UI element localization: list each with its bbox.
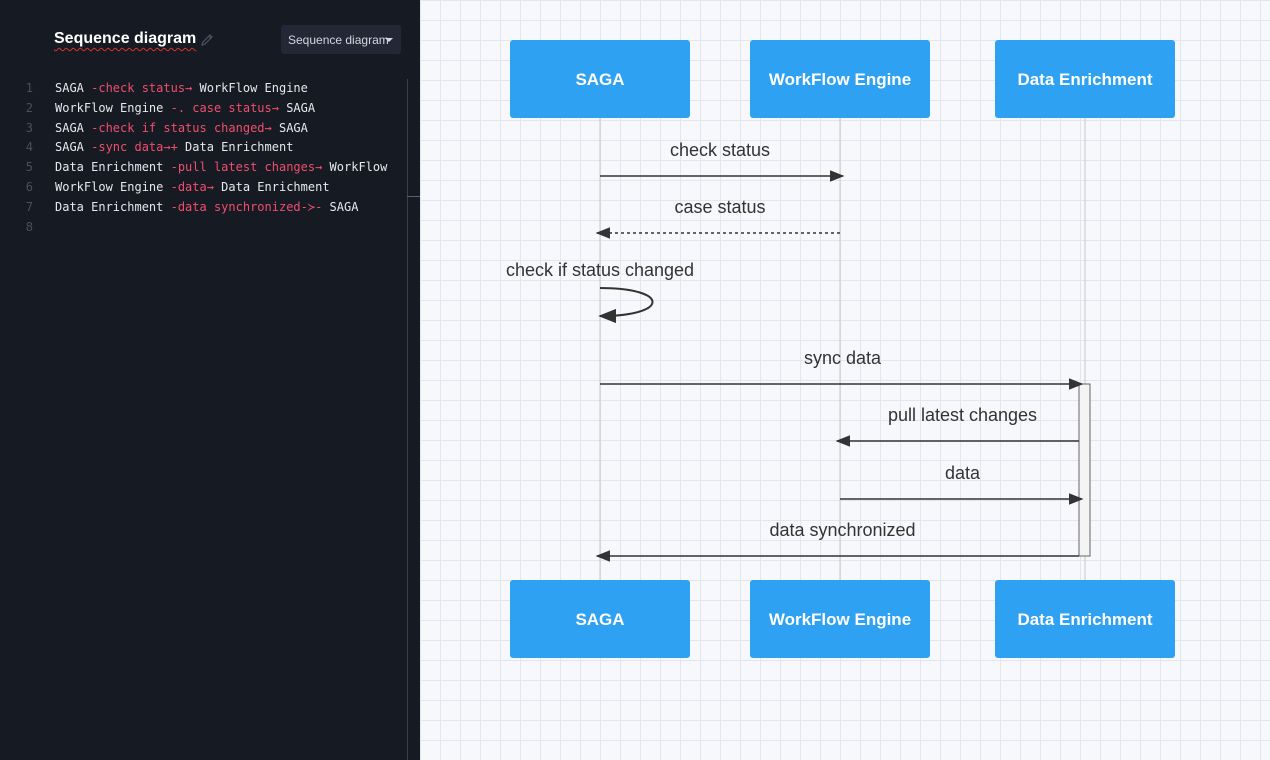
message-label: sync data (804, 348, 882, 368)
code-token-participant: SAGA (55, 120, 92, 135)
code-line[interactable]: 5 Data Enrichment -pull latest changes→ W… (0, 158, 420, 178)
code-token-participant: WorkFlow (329, 160, 388, 175)
code-line-text: WorkFlow Engine -. case status→ SAGA (55, 99, 315, 119)
activation-bar (1078, 383, 1091, 557)
diagram-preview-panel: check status case status check if status c… (420, 0, 1270, 760)
line-number: 2 (25, 100, 33, 115)
actor-box-bottom[interactable]: Data Enrichment (995, 580, 1175, 658)
line-number: 6 (25, 179, 33, 194)
code-token-participant: Data Enrichment (55, 199, 171, 214)
chevron-down-icon (385, 38, 393, 42)
code-token-participant: WorkFlow Engine (55, 100, 171, 115)
code-token-arrow: -data synchronized-≻- (170, 199, 330, 214)
actor-box-top[interactable]: WorkFlow Engine (750, 40, 930, 118)
code-token-participant: WorkFlow Engine (199, 81, 308, 95)
diagram-type-value: Sequence diagram (288, 32, 389, 47)
sequence-diagram: check status case status check if status c… (506, 40, 1175, 658)
line-number: 7 (25, 199, 33, 214)
code-token-arrow: -pull latest changes→ (170, 160, 330, 175)
message-label: data (945, 463, 981, 483)
code-token-participant: SAGA (278, 120, 308, 135)
code-line-text: WorkFlow Engine -data→ Data Enrichment (55, 178, 330, 198)
code-token-arrow: -check if status changed→ (91, 120, 279, 135)
actor-label: SAGA (575, 610, 624, 629)
actor-rect (995, 40, 1175, 118)
code-token-arrow: -sync data→+ (91, 140, 186, 155)
actor-box-top[interactable]: SAGA (510, 40, 690, 118)
editor-scrollbar-thumb[interactable] (407, 196, 420, 197)
line-number: 8 (25, 219, 33, 234)
code-token-participant: SAGA (329, 199, 359, 214)
code-line[interactable]: 8 (0, 218, 420, 238)
actor-label: WorkFlow Engine (769, 70, 911, 89)
line-number: 4 (25, 140, 33, 155)
actor-label: SAGA (575, 70, 624, 89)
code-line[interactable]: 3 SAGA -check if status changed→ SAGA (0, 119, 420, 139)
code-token-participant: Data Enrichment (185, 140, 294, 155)
message-label: check if status changed (506, 260, 694, 280)
code-line[interactable]: 4 SAGA -sync data→+ Data Enrichment (0, 138, 420, 158)
code-line-text: Data Enrichment -data synchronized-≻- SA… (55, 198, 358, 218)
actor-rect (750, 580, 930, 658)
actor-box-bottom[interactable]: WorkFlow Engine (750, 580, 930, 658)
code-token-participant: WorkFlow Engine (55, 179, 171, 194)
code-token-participant: Data Enrichment (55, 160, 171, 175)
editor-scrollbar[interactable] (407, 79, 420, 760)
code-line-text: SAGA -check status→ WorkFlow Engine (55, 79, 308, 99)
code-line[interactable]: 2 WorkFlow Engine -. case status→ SAGA (0, 99, 420, 119)
actor-box-bottom[interactable]: SAGA (510, 580, 690, 658)
code-token-participant: Data Enrichment (221, 179, 330, 194)
line-number: 1 (25, 81, 33, 95)
code-token-arrow: -data→ (170, 179, 222, 194)
actor-box-top[interactable]: Data Enrichment (995, 40, 1175, 118)
message-label: case status (674, 197, 765, 217)
message-label: check status (670, 140, 770, 160)
code-line[interactable]: 6 WorkFlow Engine -data→ Data Enrichment (0, 178, 420, 198)
code-token-participant: SAGA (55, 81, 92, 95)
line-number: 5 (25, 160, 33, 175)
code-token-participant: SAGA (55, 140, 92, 155)
code-line-text: SAGA -sync data→+ Data Enrichment (55, 138, 293, 158)
actor-rect (750, 40, 930, 118)
diagram-title[interactable]: Sequence diagram (54, 30, 197, 47)
pencil-icon[interactable] (199, 32, 215, 48)
code-line[interactable]: 7 Data Enrichment -data synchronized-≻- S… (0, 198, 420, 218)
actor-rect (510, 40, 690, 118)
actor-rect (995, 580, 1175, 658)
actor-label: Data Enrichment (1017, 610, 1152, 629)
code-token-participant: SAGA (286, 100, 316, 115)
message-label: data synchronized (769, 520, 915, 540)
code-line-text: Data Enrichment -pull latest changes→ Wo… (55, 158, 387, 178)
code-token-arrow: -. case status→ (170, 100, 287, 115)
code-token-arrow: -check status→ (91, 81, 200, 95)
message-label: pull latest changes (888, 405, 1037, 425)
message-arrow-self (598, 287, 654, 324)
actor-label: WorkFlow Engine (769, 610, 911, 629)
actor-rect (510, 580, 690, 658)
code-line[interactable]: 1 SAGA -check status→ WorkFlow Engine (0, 79, 420, 99)
code-line-text: SAGA -check if status changed→ SAGA (55, 119, 308, 139)
actor-label: Data Enrichment (1017, 70, 1152, 89)
diagram-type-select[interactable]: Sequence diagram (281, 25, 401, 54)
line-number: 3 (25, 120, 33, 135)
